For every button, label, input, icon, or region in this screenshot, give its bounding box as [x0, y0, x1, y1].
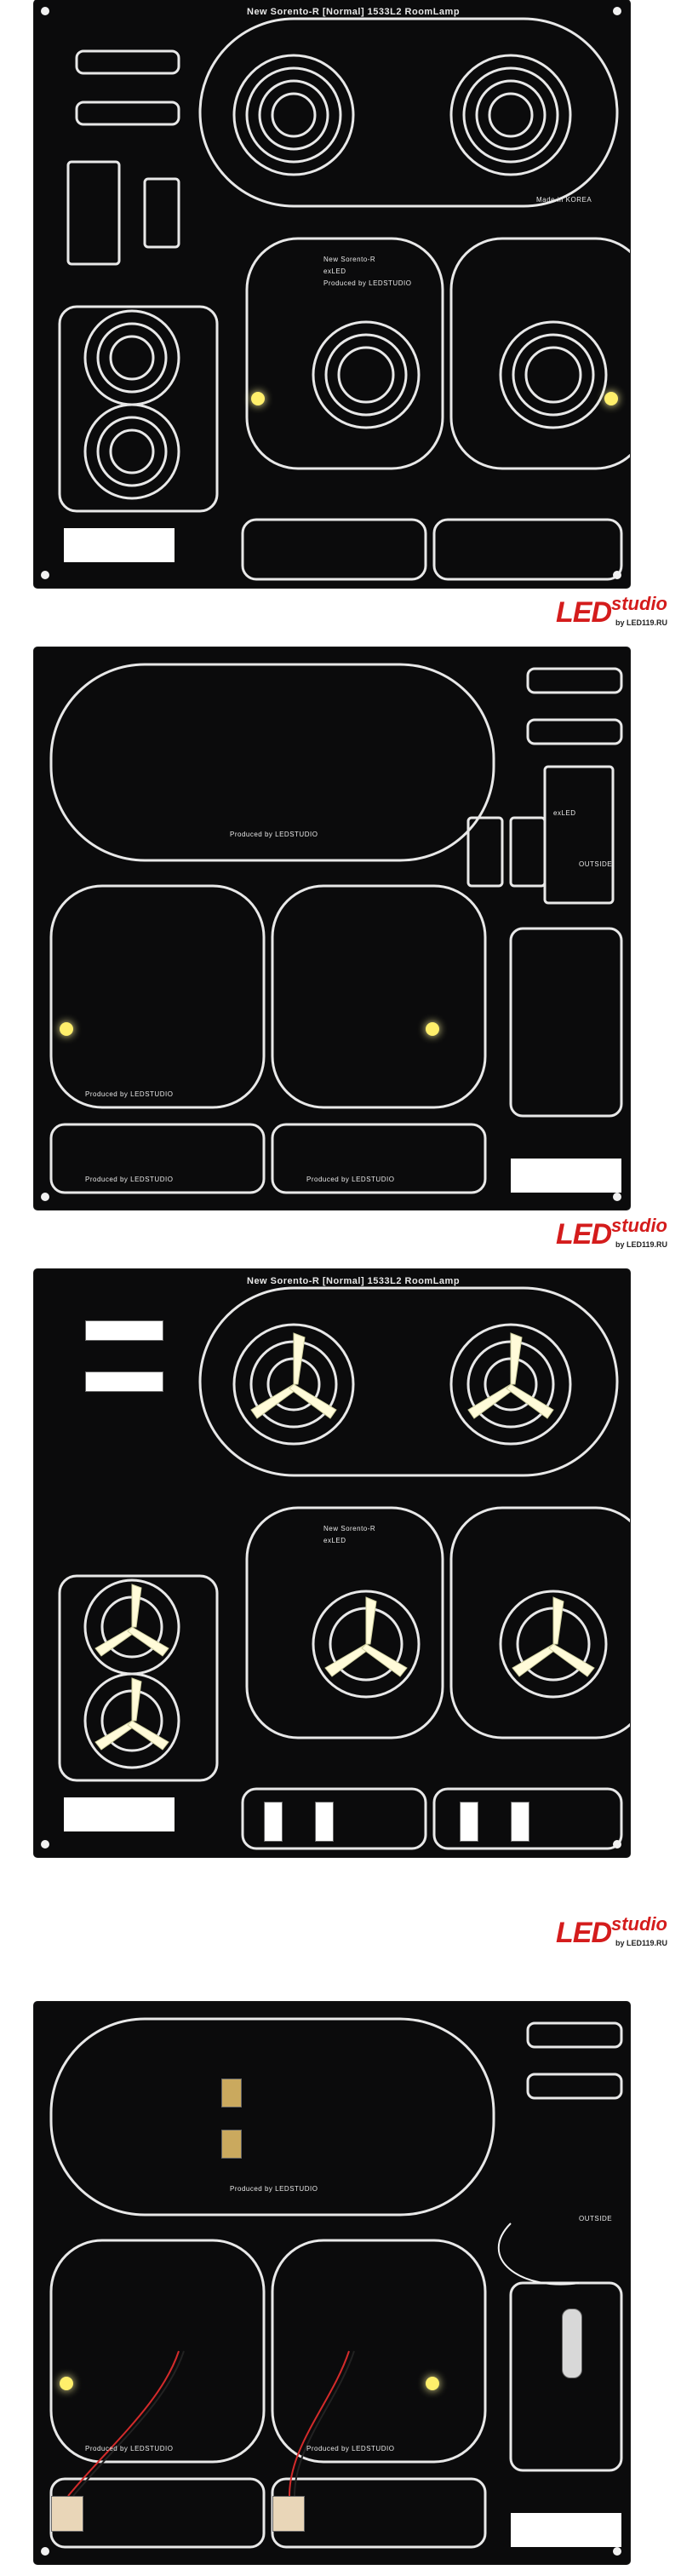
smd-led [511, 1802, 529, 1842]
mount-hole [41, 7, 49, 15]
mount-hole [41, 1840, 49, 1849]
connector [51, 2496, 83, 2532]
mount-hole [613, 571, 621, 579]
bulb-socket [221, 2130, 242, 2159]
mount-hole [41, 2547, 49, 2556]
pcb-panel-front-2: New Sorento-R [Normal] 1533L2 RoomLamp [34, 1269, 630, 1857]
panel-title: New Sorento-R [Normal] 1533L2 RoomLamp [247, 7, 461, 17]
exled-label: exLED [553, 809, 576, 817]
outside-label: OUTSIDE [579, 2215, 613, 2222]
mount-hole [613, 2547, 621, 2556]
ledstudio-logo: LEDstudio by LED119.RU [556, 1913, 667, 1949]
produced-label: Produced by LEDSTUDIO [323, 279, 412, 287]
brand-label: New Sorento-R [323, 256, 376, 263]
bulb-socket [221, 2079, 242, 2107]
led-indicator-right [604, 392, 618, 405]
festoon-bulb [562, 2309, 582, 2378]
pcb-traces-populated [58, 1286, 630, 1850]
pcb-traces-populated [49, 2017, 623, 2549]
brand-label: New Sorento-R [323, 1525, 376, 1532]
led-indicator-left [60, 2377, 73, 2390]
smd-led [264, 1802, 283, 1842]
smd-led [85, 1320, 163, 1341]
pcb-panel-back-1: Produced by LEDSTUDIO Produced by LEDSTU… [34, 647, 630, 1210]
led-indicator-left [251, 392, 265, 405]
produced-top-label: Produced by LEDSTUDIO [230, 2185, 318, 2193]
smd-led [315, 1802, 334, 1842]
pcb-panel-front-1: New Sorento-R [Normal] 1533L2 RoomLamp [34, 0, 630, 588]
led-indicator-left [60, 1022, 73, 1036]
smd-led [85, 1371, 163, 1392]
subbrand-label: exLED [323, 1537, 346, 1544]
outside-label: OUTSIDE [579, 860, 613, 868]
mount-hole [613, 1193, 621, 1201]
subbrand-label: exLED [323, 267, 346, 275]
pcb-traces [58, 17, 630, 581]
mount-hole [613, 7, 621, 15]
pcb-traces [49, 663, 623, 1194]
made-in-label: Made in KOREA [536, 196, 592, 204]
produced-bottom-mid-label: Produced by LEDSTUDIO [306, 1176, 395, 1183]
ledstudio-logo: LEDstudio by LED119.RU [556, 1215, 667, 1251]
produced-left-label: Produced by LEDSTUDIO [85, 2445, 174, 2452]
led-indicator-right [426, 2377, 439, 2390]
led-indicator-right [426, 1022, 439, 1036]
mount-hole [613, 1840, 621, 1849]
produced-mid-label: Produced by LEDSTUDIO [306, 2445, 395, 2452]
panel-title: New Sorento-R [Normal] 1533L2 RoomLamp [247, 1276, 461, 1286]
pcb-panel-back-2: Produced by LEDSTUDIO Produced by LEDSTU… [34, 2002, 630, 2564]
connector [272, 2496, 305, 2532]
produced-top-label: Produced by LEDSTUDIO [230, 831, 318, 838]
produced-bottom-left-label: Produced by LEDSTUDIO [85, 1176, 174, 1183]
mount-hole [41, 571, 49, 579]
mount-hole [41, 1193, 49, 1201]
ledstudio-logo: LEDstudio by LED119.RU [556, 593, 667, 629]
smd-led [460, 1802, 478, 1842]
produced-left-label: Produced by LEDSTUDIO [85, 1090, 174, 1098]
